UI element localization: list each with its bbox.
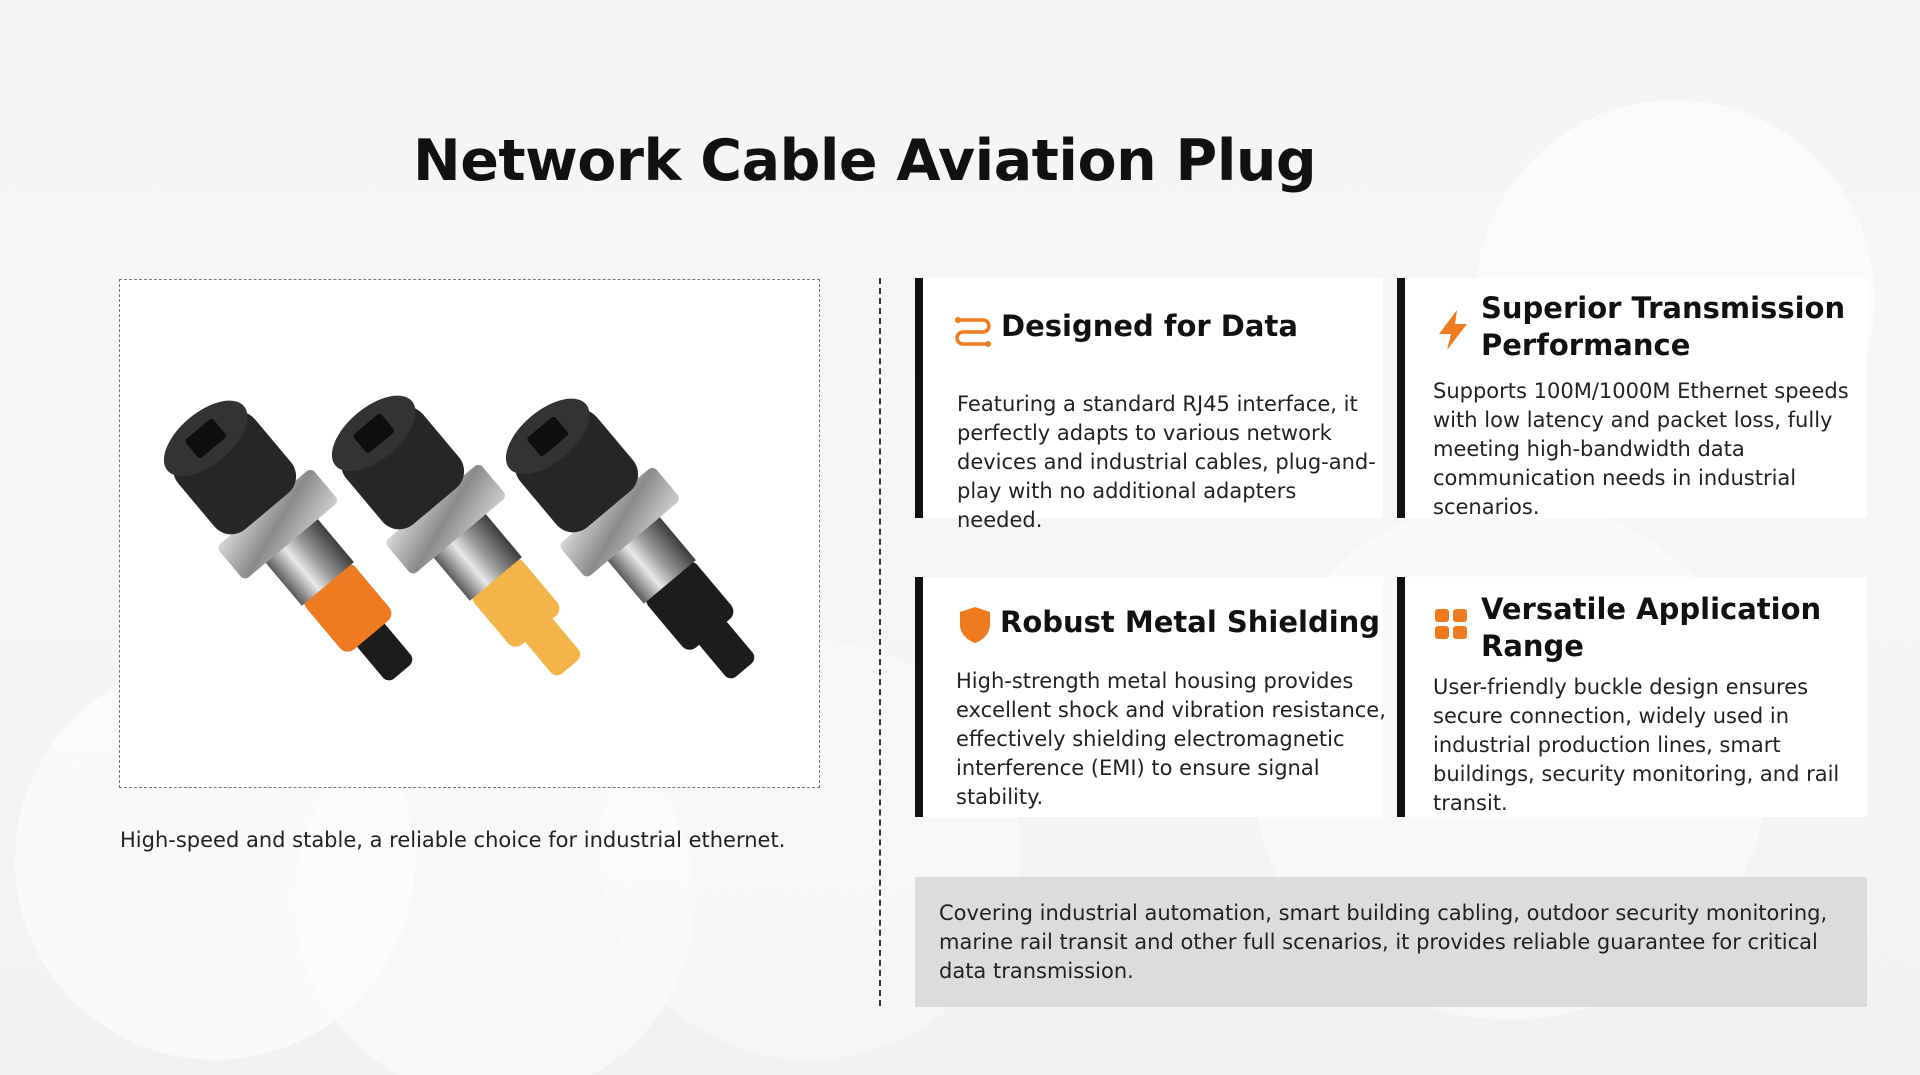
feature-card-metal-shielding: Robust Metal Shielding High-strength met…: [915, 577, 1386, 817]
grid-apps-icon: [1432, 604, 1472, 648]
feature-heading: Robust Metal Shielding: [1000, 605, 1381, 639]
connector-tail: [697, 619, 755, 679]
connector-flange: [386, 464, 505, 574]
connector-boot: [304, 563, 392, 652]
feature-description: High-strength metal housing provides exc…: [956, 669, 1386, 809]
rj45-port: [185, 418, 226, 458]
connector-tail: [355, 621, 413, 681]
connector-sleeve: [431, 511, 522, 601]
connector-orange: [163, 400, 413, 681]
connector-boot: [646, 561, 734, 650]
rj45-port: [527, 416, 568, 456]
page-title: Network Cable Aviation Plug: [413, 128, 1317, 194]
connector-flange: [218, 469, 337, 579]
feature-heading: Versatile Application Range: [1481, 592, 1822, 663]
connector-sleeve: [605, 514, 696, 604]
connector-flange: [560, 467, 679, 577]
feature-card-transmission-performance: Superior Transmission Performance Suppor…: [1397, 278, 1867, 519]
section-divider: [879, 278, 881, 1006]
feature-card-designed-for-data: Designed for Data Featuring a standard R…: [915, 278, 1383, 532]
product-photo-frame: [119, 279, 820, 788]
connector-product-photo: [163, 395, 755, 681]
connector-yellow: [331, 395, 581, 676]
feature-card-application-range: Versatile Application Range User-friendl…: [1397, 577, 1867, 817]
rj45-port: [353, 413, 394, 453]
connector-black: [505, 398, 755, 679]
s-curve-route-icon: [953, 311, 993, 355]
connector-sleeve: [263, 516, 354, 606]
connector-tail: [523, 616, 581, 676]
shield-icon: [957, 605, 993, 649]
feature-description: User-friendly buckle design ensures secu…: [1433, 675, 1840, 815]
feature-description: Supports 100M/1000M Ethernet speeds with…: [1433, 379, 1849, 519]
product-caption: High-speed and stable, a reliable choice…: [120, 828, 786, 852]
connector-boot: [472, 558, 560, 647]
lightning-bolt-icon: [1435, 308, 1471, 356]
feature-heading: Superior Transmission Performance: [1481, 291, 1846, 362]
application-summary: Covering industrial automation, smart bu…: [915, 877, 1867, 1007]
feature-description: Featuring a standard RJ45 interface, it …: [957, 392, 1376, 532]
feature-heading: Designed for Data: [1001, 309, 1298, 343]
